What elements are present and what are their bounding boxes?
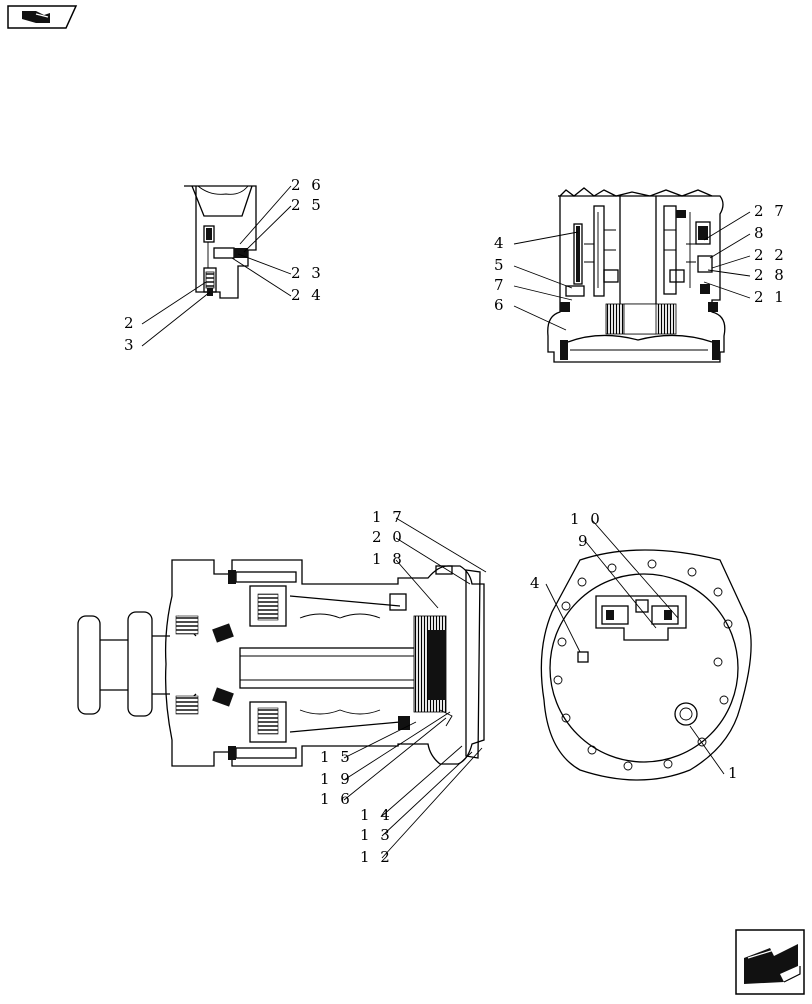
callout-6: 6 — [494, 296, 507, 314]
book-icon[interactable] — [7, 5, 78, 29]
callout-1: 1 — [728, 764, 741, 782]
callout-labels: 2 6 2 5 2 3 2 4 2 3 4 5 7 6 2 7 8 2 2 2 … — [124, 176, 787, 866]
callout-24: 2 4 — [291, 286, 324, 304]
callout-15: 1 5 — [320, 748, 353, 766]
callout-8: 8 — [754, 224, 767, 242]
callout-16: 1 6 — [320, 790, 353, 808]
callout-12: 1 2 — [360, 848, 393, 866]
next-page-arrow-icon[interactable] — [735, 929, 805, 995]
callout-27: 2 7 — [754, 202, 787, 220]
callout-22: 2 2 — [754, 246, 787, 264]
callout-4-lower: 4 — [530, 574, 543, 592]
callout-20: 2 0 — [372, 528, 405, 546]
callout-18: 1 8 — [372, 550, 405, 568]
callout-4-upper: 4 — [494, 234, 507, 252]
callout-13: 1 3 — [360, 826, 393, 844]
valve-detail-a — [184, 185, 257, 299]
callout-5: 5 — [494, 256, 507, 274]
callout-25: 2 5 — [291, 196, 324, 214]
callout-23: 2 3 — [291, 264, 324, 282]
motor-cross-section — [77, 559, 485, 767]
callout-28: 2 8 — [754, 266, 787, 284]
callout-2: 2 — [124, 314, 137, 332]
callout-21: 2 1 — [754, 288, 787, 306]
callout-19: 1 9 — [320, 770, 353, 788]
callout-10: 1 0 — [570, 510, 603, 528]
callout-3: 3 — [124, 336, 137, 354]
callout-7: 7 — [494, 276, 507, 294]
valve-detail-b — [547, 187, 726, 363]
callout-26: 2 6 — [291, 176, 324, 194]
callout-17: 1 7 — [372, 508, 405, 526]
motor-end-view — [540, 549, 752, 781]
callout-14: 1 4 — [360, 806, 393, 824]
callout-9: 9 — [578, 532, 591, 550]
leader-lines — [141, 185, 751, 859]
